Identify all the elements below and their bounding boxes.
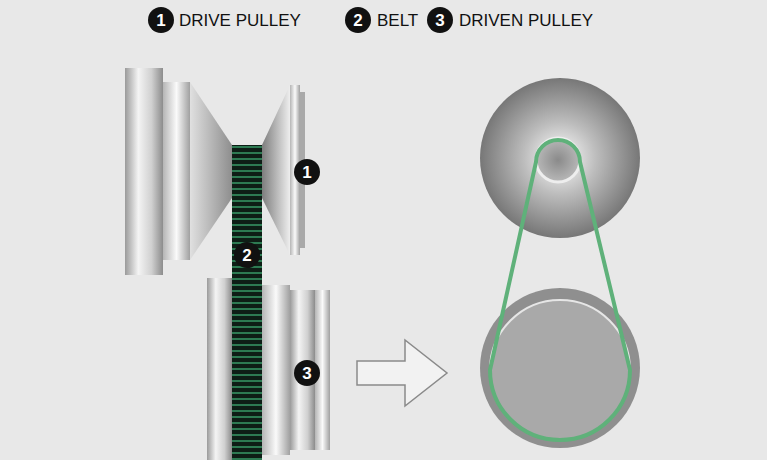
callout-number: 2: [345, 7, 371, 33]
callout-text: 3: [302, 365, 311, 382]
callout-text: 3: [435, 12, 444, 29]
callout-number: 1: [294, 159, 320, 185]
callout-text: 2: [353, 12, 362, 29]
callout-text: 2: [242, 247, 251, 264]
callout-text: 1: [302, 164, 311, 181]
callout-number: 1: [148, 7, 174, 33]
part-name: DRIVE PULLEY: [179, 12, 301, 29]
part-name: DRIVEN PULLEY: [459, 12, 593, 29]
callout-number: 3: [294, 360, 320, 386]
callout-number: 2: [234, 242, 260, 268]
part-name: BELT: [377, 12, 418, 29]
callout-text: 1: [156, 12, 165, 29]
callout-number: 3: [427, 7, 453, 33]
